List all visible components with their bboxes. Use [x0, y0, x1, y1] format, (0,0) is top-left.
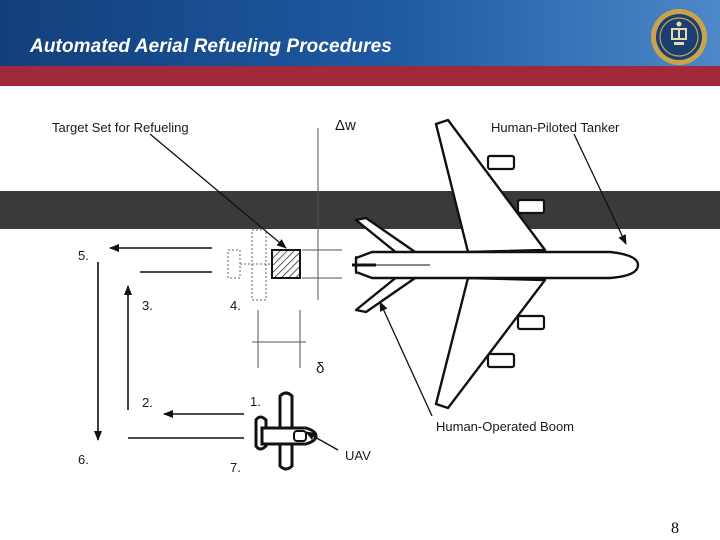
- engine-pod: [516, 198, 546, 215]
- label-step-7: 7.: [230, 460, 241, 475]
- label-delta: δ: [316, 360, 325, 377]
- engine-pod: [486, 352, 516, 369]
- label-step-2: 2.: [142, 395, 153, 410]
- tanker-wing-lower: [434, 276, 547, 410]
- tanker-tail-upper: [354, 216, 420, 256]
- uav-ghost: [227, 229, 270, 301]
- annotation-arrows: [149, 133, 627, 451]
- label-boom: Human-Operated Boom: [436, 419, 575, 434]
- uav-aircraft: [254, 391, 318, 471]
- slide-header: Automated Aerial Refueling Procedures: [0, 0, 720, 66]
- label-tanker: Human-Piloted Tanker: [491, 120, 620, 135]
- refueling-target-box: [271, 249, 301, 279]
- label-step-3: 3.: [142, 298, 153, 313]
- label-delta-w: Δw: [335, 117, 356, 134]
- label-step-1: 1.: [250, 394, 261, 409]
- label-step-5: 5.: [78, 248, 89, 263]
- tanker-wing-upper: [434, 118, 547, 254]
- tanker-aircraft: [354, 118, 640, 410]
- engine-pod: [486, 154, 516, 171]
- label-target-set: Target Set for Refueling: [52, 120, 189, 135]
- procedure-arrows: [94, 244, 244, 441]
- page-number: 8: [671, 520, 679, 537]
- label-uav: UAV: [345, 448, 371, 463]
- university-seal-icon: [651, 9, 707, 65]
- slide-title: Automated Aerial Refueling Procedures: [30, 36, 392, 57]
- header-accent-band: [0, 66, 720, 86]
- tanker-fuselage: [354, 250, 640, 280]
- tanker-tail-lower: [354, 274, 420, 314]
- label-step-6: 6.: [78, 452, 89, 467]
- label-step-4: 4.: [230, 298, 241, 313]
- uav-fuselage: [260, 426, 318, 446]
- target-guides: [252, 128, 342, 368]
- engine-pod: [516, 314, 546, 331]
